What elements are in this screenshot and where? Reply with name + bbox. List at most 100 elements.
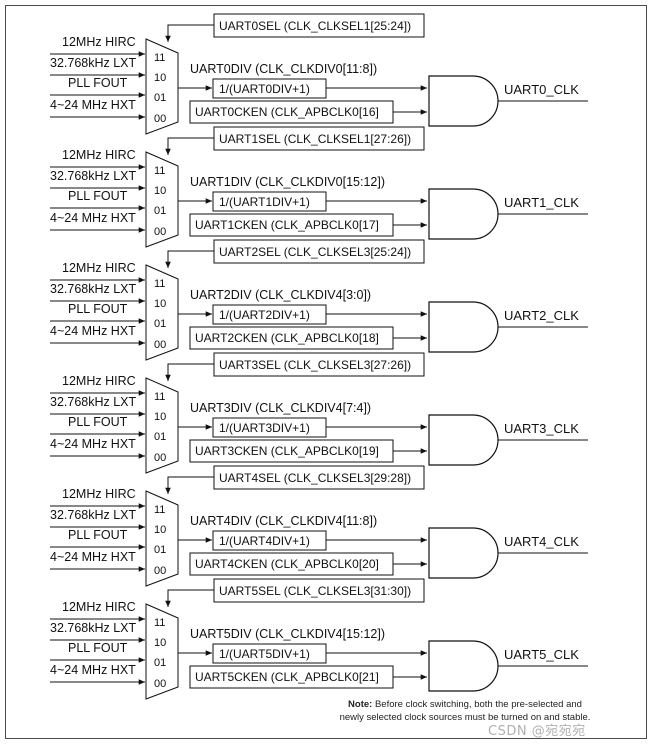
cken-label: UART3CKEN (CLK_APBCLK0[19]	[195, 444, 379, 458]
div-box-label: 1/(UART0DIV+1)	[219, 82, 310, 96]
sel-line	[165, 24, 214, 42]
mux-code: 01	[154, 92, 166, 104]
sel-line	[165, 476, 214, 494]
sel-line	[165, 363, 214, 381]
input-label: 12MHz HIRC	[62, 261, 136, 275]
input-label: 32.768kHz LXT	[50, 508, 137, 522]
input-label: PLL FOUT	[68, 76, 128, 90]
mux-code: 00	[154, 565, 166, 577]
input-label: PLL FOUT	[68, 528, 128, 542]
div-title: UART2DIV (CLK_CLKDIV4[3:0])	[190, 288, 371, 302]
output-label: UART0_CLK	[504, 82, 579, 97]
mux-code: 11	[154, 165, 165, 177]
uart-channel-0: UART0SEL (CLK_CLKSEL1[25:24])1110010012M…	[50, 13, 588, 135]
sel-line	[165, 589, 214, 607]
and-gate	[428, 640, 499, 692]
mux-code: 10	[154, 637, 166, 649]
mux-code: 01	[154, 318, 166, 330]
div-box-label: 1/(UART3DIV+1)	[219, 421, 310, 435]
sel-line	[165, 137, 214, 155]
sel-label: UART1SEL (CLK_CLKSEL1[27:26])	[219, 132, 411, 146]
and-gate	[428, 414, 499, 466]
mux-code: 00	[154, 226, 166, 238]
div-box-label: 1/(UART4DIV+1)	[219, 534, 310, 548]
cken-label: UART5CKEN (CLK_APBCLK0[21]	[195, 670, 379, 684]
sel-label: UART2SEL (CLK_CLKSEL3[25:24])	[219, 245, 411, 259]
input-label: 4~24 MHz HXT	[50, 437, 136, 451]
input-label: 4~24 MHz HXT	[50, 550, 136, 564]
input-label: 12MHz HIRC	[62, 35, 136, 49]
input-label: PLL FOUT	[68, 641, 128, 655]
mux-code: 10	[154, 411, 166, 423]
output-label: UART1_CLK	[504, 195, 579, 210]
uart-channel-4: UART4SEL (CLK_CLKSEL3[29:28]) 11 10 01 00 12M…	[50, 465, 588, 587]
input-label: 32.768kHz LXT	[50, 282, 137, 296]
div-title: UART4DIV (CLK_CLKDIV4[11:8])	[190, 514, 377, 528]
mux-code: 10	[154, 298, 166, 310]
mux-code: 11	[154, 278, 165, 290]
mux-code: 11	[154, 52, 165, 64]
output-label: UART4_CLK	[504, 534, 579, 549]
and-gate	[428, 527, 499, 579]
input-label: 12MHz HIRC	[62, 374, 136, 388]
uart-channel-5: UART5SEL (CLK_CLKSEL3[31:30])1110010012M…	[50, 578, 588, 700]
mux-code: 01	[154, 431, 166, 443]
mux	[145, 264, 179, 361]
mux-code: 00	[154, 113, 166, 125]
mux-code: 01	[154, 205, 166, 217]
note-label: Note:	[348, 699, 373, 710]
uart-channel-3: UART3SEL (CLK_CLKSEL3[27:26]) 11 10 01 00 12M…	[50, 352, 588, 474]
input-label: 12MHz HIRC	[62, 600, 136, 614]
input-label: 4~24 MHz HXT	[50, 98, 136, 112]
note-line-1: Note: Before clock switching, both the p…	[300, 698, 630, 711]
output-label: UART2_CLK	[504, 308, 579, 323]
input-label: 12MHz HIRC	[62, 487, 136, 501]
mux	[145, 603, 179, 700]
mux-code: 10	[154, 72, 166, 84]
div-box-label: 1/(UART2DIV+1)	[219, 308, 310, 322]
note-text-1: Before clock switching, both the pre-sel…	[374, 699, 582, 710]
output-label: UART5_CLK	[504, 647, 579, 662]
input-label: 32.768kHz LXT	[50, 621, 137, 635]
mux-code: 11	[154, 391, 165, 403]
cken-label: UART4CKEN (CLK_APBCLK0[20]	[195, 557, 379, 571]
mux	[145, 490, 179, 587]
mux-code: 10	[154, 185, 166, 197]
uart-channel-1: UART1SEL (CLK_CLKSEL1[27:26]) 11 10 01 00 12M…	[50, 126, 588, 248]
mux-code: 01	[154, 544, 166, 556]
sel-label: UART4SEL (CLK_CLKSEL3[29:28])	[219, 471, 411, 485]
div-box-label: 1/(UART5DIV+1)	[219, 647, 310, 661]
input-label: 4~24 MHz HXT	[50, 324, 136, 338]
input-label: 32.768kHz LXT	[50, 56, 137, 70]
mux	[145, 151, 179, 248]
sel-line	[165, 250, 214, 268]
and-gate	[428, 75, 499, 127]
sel-label: UART3SEL (CLK_CLKSEL3[27:26])	[219, 358, 411, 372]
uart-clock-diagram: UART0SEL (CLK_CLKSEL1[25:24])1110010012M…	[50, 13, 588, 700]
input-label: PLL FOUT	[68, 189, 128, 203]
input-label: 4~24 MHz HXT	[50, 663, 136, 677]
mux-code: 10	[154, 524, 166, 536]
mux-code: 01	[154, 657, 166, 669]
input-label: PLL FOUT	[68, 415, 128, 429]
div-box-label: 1/(UART1DIV+1)	[219, 195, 310, 209]
input-label: PLL FOUT	[68, 302, 128, 316]
input-label: 32.768kHz LXT	[50, 395, 137, 409]
output-label: UART3_CLK	[504, 421, 579, 436]
div-title: UART0DIV (CLK_CLKDIV0[11:8])	[190, 62, 377, 76]
cken-label: UART2CKEN (CLK_APBCLK0[18]	[195, 331, 379, 345]
input-label: 12MHz HIRC	[62, 148, 136, 162]
mux-code: 00	[154, 452, 166, 464]
mux-code: 00	[154, 339, 166, 351]
mux-code: 11	[154, 504, 165, 516]
and-gate	[428, 301, 499, 353]
div-title: UART1DIV (CLK_CLKDIV0[15:12])	[190, 175, 385, 189]
note: Note: Before clock switching, both the p…	[300, 698, 630, 724]
input-label: 4~24 MHz HXT	[50, 211, 136, 225]
mux	[145, 377, 179, 474]
mux	[145, 38, 179, 135]
uart-channel-2: UART2SEL (CLK_CLKSEL3[25:24]) 11 10 01 00 12M…	[50, 239, 588, 361]
note-line-2: newly selected clock sources must be tur…	[339, 712, 591, 723]
input-label: 32.768kHz LXT	[50, 169, 137, 183]
